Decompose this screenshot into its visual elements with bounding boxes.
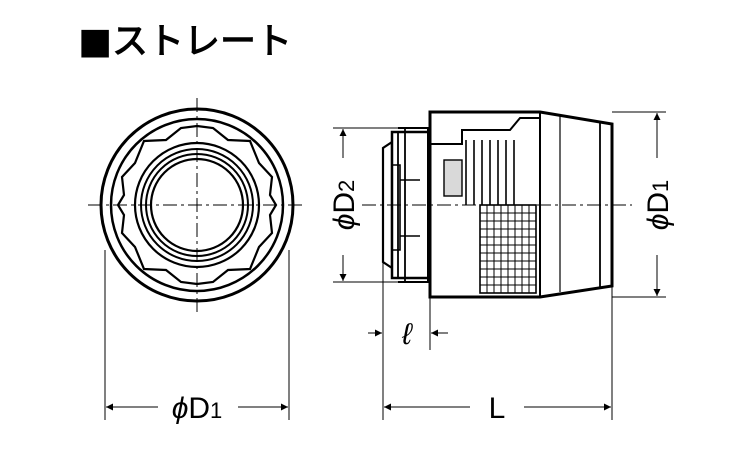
diameter-symbol: ϕ (328, 214, 361, 231)
d2-index: 2 (334, 180, 359, 192)
side-d1-label: ϕD1 (642, 180, 675, 231)
small-l-label: ℓ (401, 318, 413, 351)
inner-steps (392, 164, 420, 251)
body-collar (430, 117, 540, 145)
front-d1-dimension: ϕD1 (104, 250, 290, 425)
length-label: L (489, 392, 506, 425)
side-d1-dimension: ϕD1 (612, 111, 675, 298)
length-dimension: L (384, 286, 613, 425)
side-view (362, 110, 632, 299)
diameter-symbol: ϕ (642, 214, 675, 231)
small-l-dimension: ℓ (368, 262, 448, 420)
front-d1-label: ϕD1 (172, 392, 223, 425)
knurl-lines (480, 205, 536, 293)
grooves (465, 140, 515, 205)
d2-label: ϕD2 (328, 180, 361, 231)
d1-letter: D (188, 392, 210, 425)
shaded-slot (443, 159, 463, 197)
d2-dimension: ϕD2 (328, 127, 405, 283)
d1-index: 1 (648, 180, 673, 192)
page-title: ■ストレート (78, 21, 293, 62)
grip-ring-lip (398, 127, 429, 283)
d1-letter: D (642, 192, 675, 214)
d2-letter: D (328, 192, 361, 214)
d1-index: 1 (210, 398, 222, 423)
front-view (88, 98, 306, 312)
diameter-symbol: ϕ (172, 392, 189, 425)
